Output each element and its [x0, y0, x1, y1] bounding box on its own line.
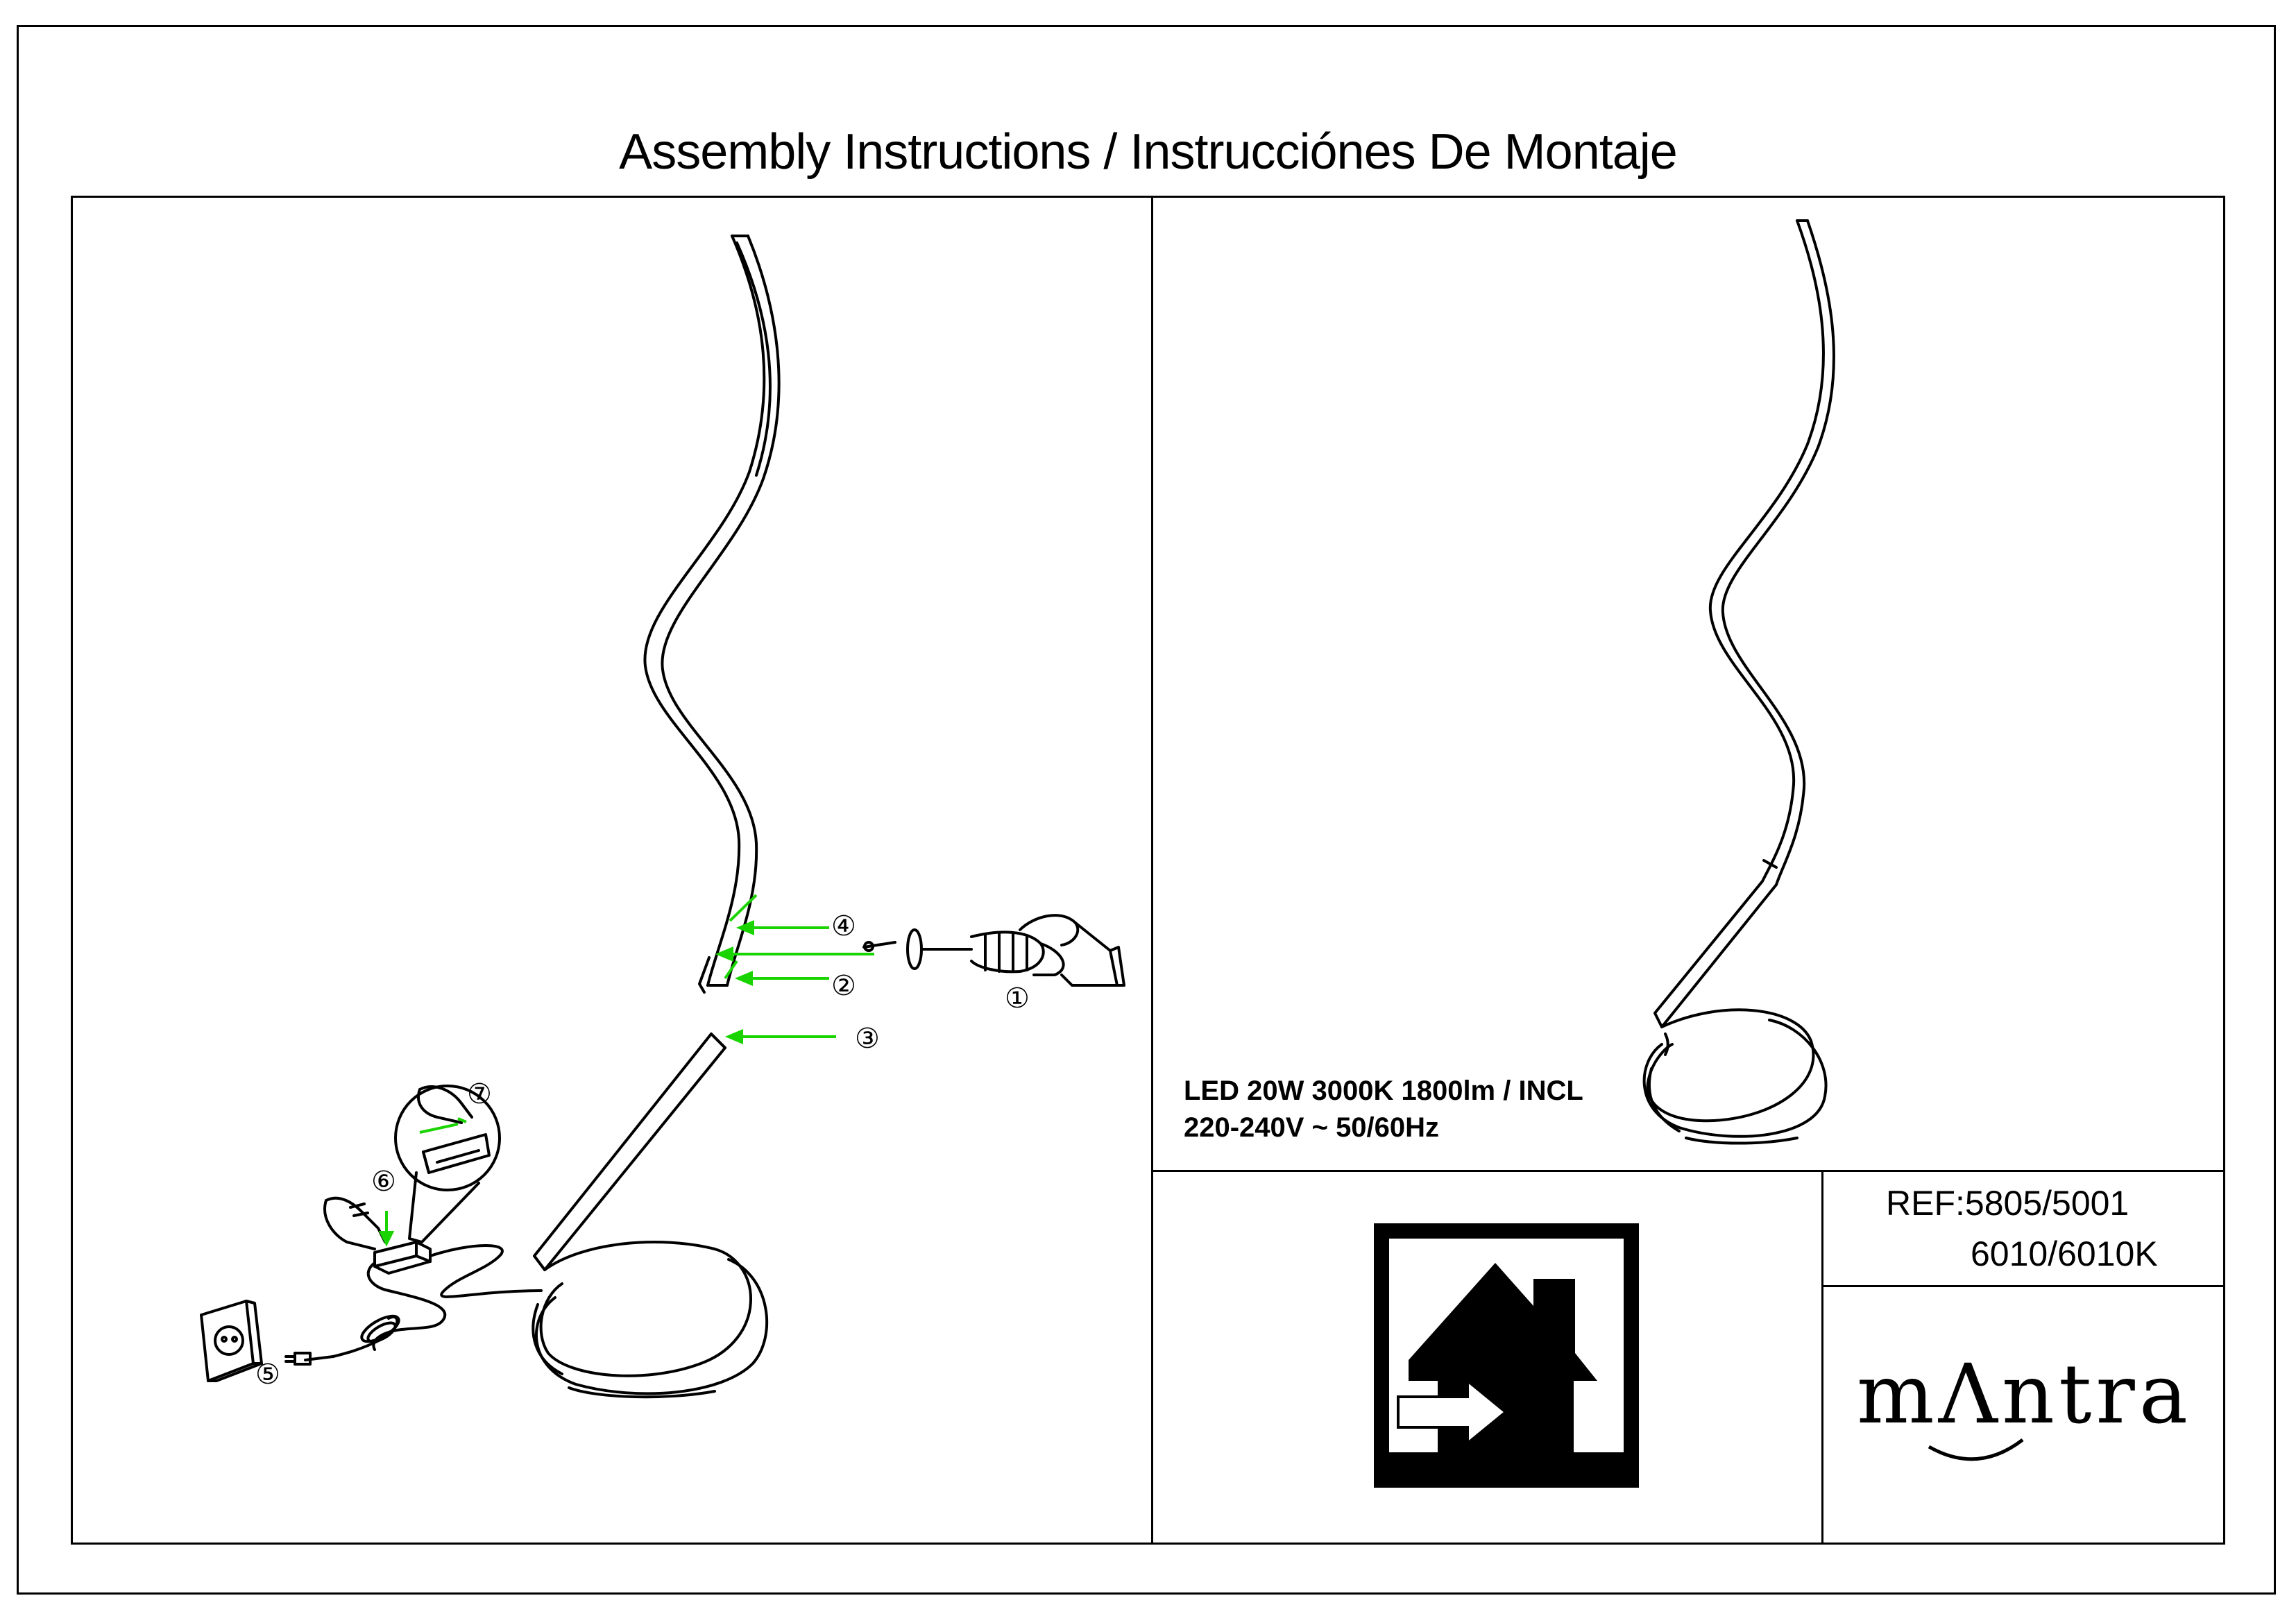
step-arrows: [378, 894, 874, 1247]
step-label-3: ③: [855, 1023, 880, 1055]
lamp-upper-section: [643, 235, 781, 994]
brand-smile-mark: [1928, 1438, 2024, 1461]
lamp-lower-section: [532, 1033, 769, 1399]
reference-code-secondary: 6010/6010K: [1971, 1234, 2158, 1273]
inline-switch: [323, 1196, 432, 1275]
spec-voltage-line: 220-240V ~ 50/60Hz: [1184, 1112, 1440, 1143]
page-title: Assembly Instructions / Instrucciónes De…: [619, 124, 1678, 180]
power-cable: [284, 1244, 543, 1366]
switch-detail: [394, 1085, 501, 1243]
brand-logo: mΛntra: [1856, 1346, 2193, 1442]
brand-panel: [1821, 1285, 2225, 1545]
step-label-7: ⑦: [467, 1078, 492, 1110]
step-label-4: ④: [831, 910, 856, 942]
step-label-6: ⑥: [371, 1166, 396, 1198]
step-label-1: ①: [1005, 983, 1030, 1014]
indoor-use-house-icon: [1374, 1223, 1639, 1488]
reference-code-primary: REF:5805/5001: [1886, 1184, 2129, 1223]
step-label-2: ②: [831, 970, 856, 1002]
spec-power-line: LED 20W 3000K 1800lm / INCL: [1184, 1076, 1583, 1106]
page-frame: [17, 25, 2276, 1595]
step-label-5: ⑤: [255, 1359, 280, 1391]
wall-socket: [200, 1300, 263, 1382]
screwdriver-hand: [862, 914, 1125, 987]
product-lamp-view: [1642, 219, 1835, 1145]
